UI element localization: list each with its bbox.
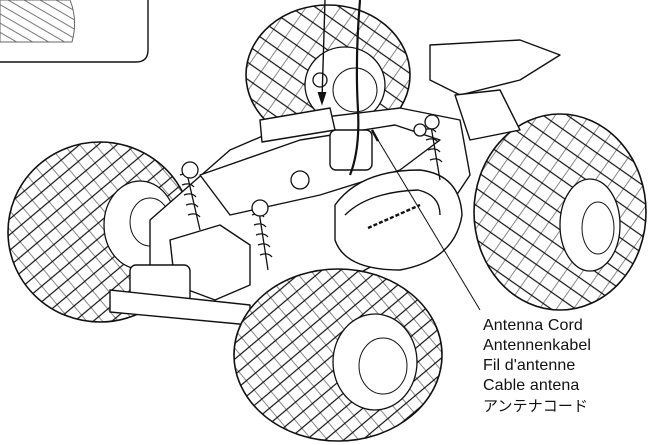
callout-label-en: Antenna Cord xyxy=(483,317,583,334)
tire-tread-detail-icon xyxy=(0,0,149,63)
antenna-cord-callout: Antenna Cord Antennenkabel Fil d'antenne… xyxy=(483,316,653,416)
callout-label-fr: Fil d'antenne xyxy=(483,357,576,374)
callout-label-es: Cable antena xyxy=(483,377,580,394)
callout-label-de: Antennenkabel xyxy=(483,337,592,354)
callout-label-jp: アンテナコード xyxy=(483,397,589,415)
